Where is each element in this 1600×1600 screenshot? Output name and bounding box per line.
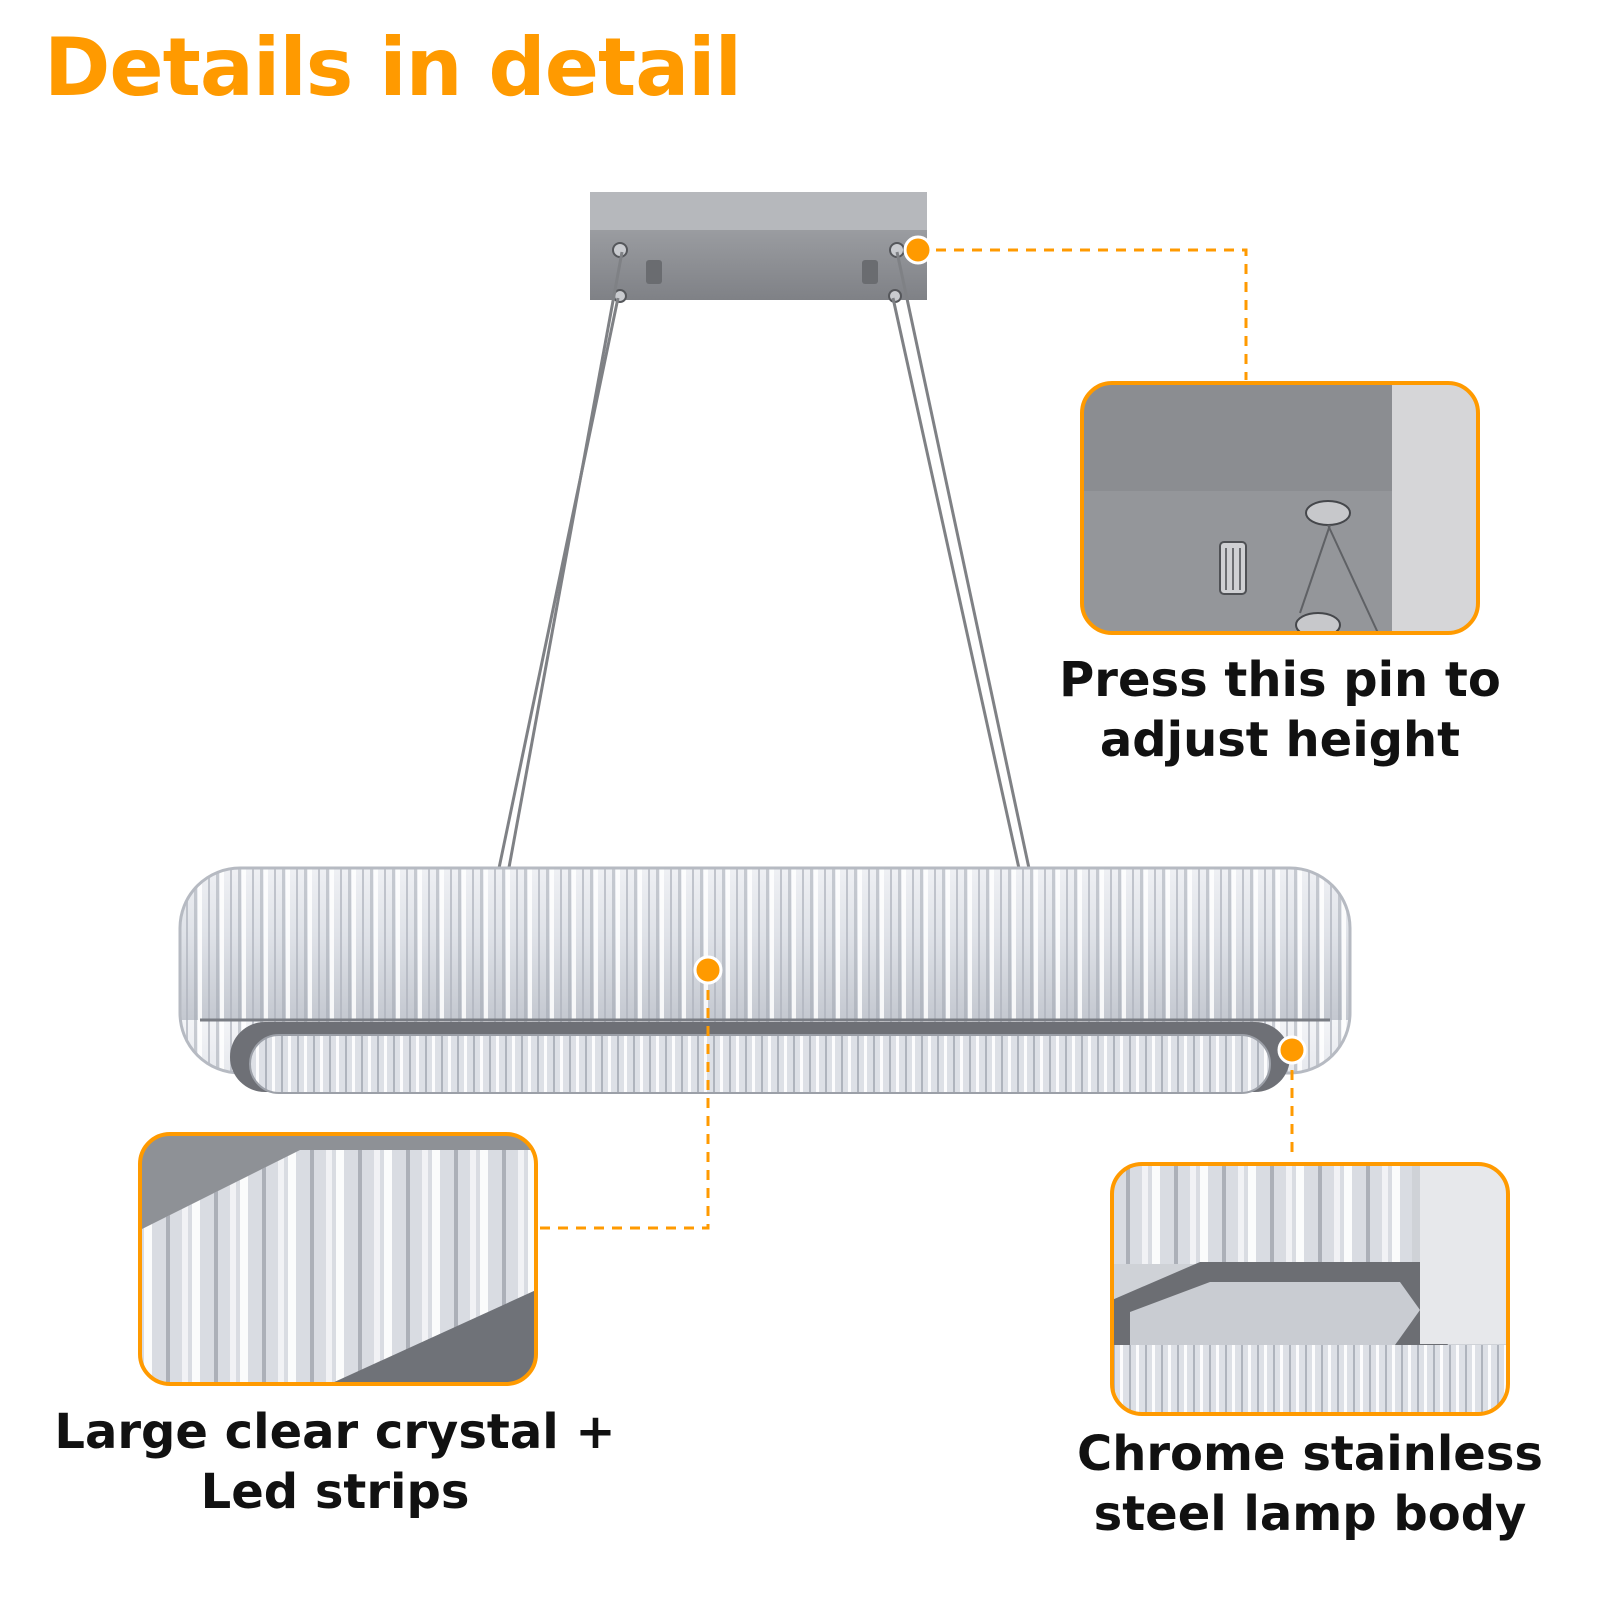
body-caption: Chrome stainless steel lamp body [1060,1424,1560,1544]
body-caption-line2: steel lamp body [1093,1486,1527,1542]
chrome-body-closeup-image [1110,1162,1510,1416]
body-caption-line1: Chrome stainless [1076,1426,1543,1482]
pin-caption-line2: adjust height [1099,712,1461,768]
suspension-cables [496,251,1032,874]
page-title: Details in detail [44,21,742,114]
crystal-caption-line2: Led strips [200,1464,470,1520]
pin-closeup-image [1080,381,1480,635]
crystal-ring [178,866,1352,1094]
callout-connectors [540,248,1294,1230]
crystal-caption: Large clear crystal + Led strips [40,1402,630,1522]
crystal-closeup-image [138,1132,538,1386]
pin-caption-line1: Press this pin to [1059,652,1501,708]
pin-caption: Press this pin to adjust height [1030,650,1530,770]
ceiling-canopy [590,192,927,303]
crystal-caption-line1: Large clear crystal + [54,1404,616,1460]
callout-dots [693,235,1307,1065]
